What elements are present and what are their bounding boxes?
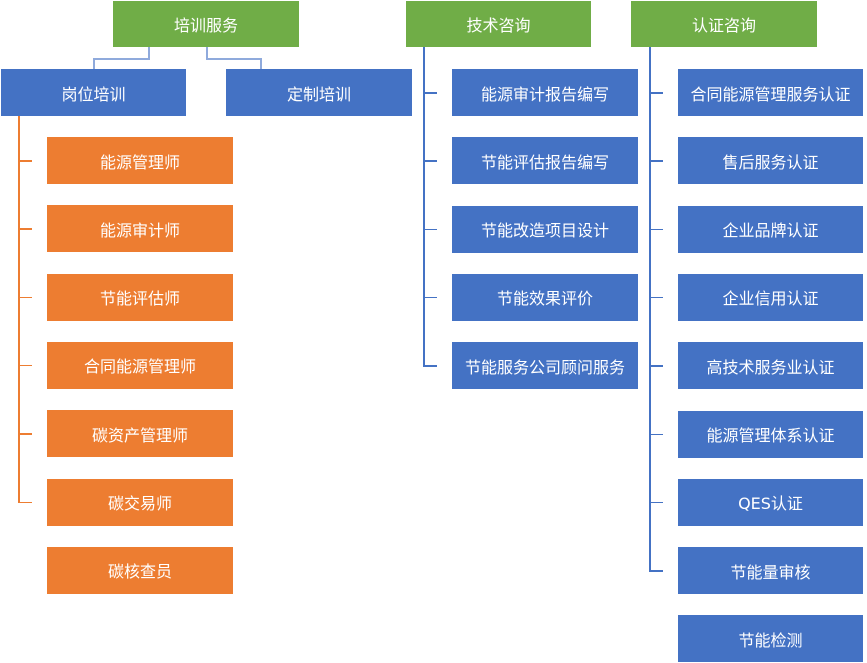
- certification-item[interactable]: 节能检测: [678, 615, 863, 663]
- training-item[interactable]: 碳核查员: [47, 546, 233, 594]
- certification-item[interactable]: 企业信用认证: [678, 273, 863, 321]
- connector: [260, 58, 262, 69]
- connector: [649, 296, 663, 299]
- connector: [423, 160, 437, 162]
- training-item[interactable]: 碳交易师: [47, 478, 233, 526]
- certification-item[interactable]: 能源管理体系认证: [678, 410, 863, 458]
- connector: [18, 433, 32, 435]
- connector: [423, 365, 437, 367]
- connector: [649, 160, 663, 162]
- certification-item[interactable]: 合同能源管理服务认证: [678, 69, 863, 116]
- connector: [93, 58, 150, 60]
- training-item[interactable]: 能源管理师: [47, 137, 233, 184]
- connector: [206, 58, 262, 60]
- node-position-training[interactable]: 岗位培训: [1, 69, 186, 116]
- connector: [18, 160, 32, 162]
- connector: [18, 228, 32, 230]
- training-item[interactable]: 碳资产管理师: [47, 410, 233, 458]
- connector: [148, 47, 150, 59]
- node-technical-consulting[interactable]: 技术咨询: [406, 1, 591, 47]
- connector: [18, 116, 20, 503]
- training-item[interactable]: 节能评估师: [47, 273, 233, 321]
- connector: [423, 92, 437, 94]
- node-training-services[interactable]: 培训服务: [113, 1, 299, 47]
- certification-item[interactable]: QES认证: [678, 478, 863, 526]
- connector: [649, 92, 663, 94]
- node-custom-training[interactable]: 定制培训: [226, 69, 412, 116]
- certification-item[interactable]: 售后服务认证: [678, 137, 863, 185]
- training-item[interactable]: 合同能源管理师: [47, 341, 233, 389]
- certification-item[interactable]: 企业品牌认证: [678, 205, 863, 253]
- tech-consulting-item[interactable]: 能源审计报告编写: [452, 69, 638, 116]
- connector: [649, 501, 663, 504]
- connector: [649, 228, 663, 231]
- connector: [423, 228, 437, 231]
- connector: [18, 364, 32, 367]
- connector: [649, 365, 663, 367]
- connector: [423, 47, 425, 367]
- certification-item[interactable]: 节能量审核: [678, 547, 863, 595]
- connector: [93, 58, 95, 69]
- node-certification-consulting[interactable]: 认证咨询: [631, 1, 817, 47]
- connector: [649, 47, 651, 572]
- connector: [649, 570, 663, 572]
- connector: [18, 296, 32, 299]
- connector: [206, 47, 208, 59]
- training-item[interactable]: 能源审计师: [47, 205, 233, 253]
- tech-consulting-item[interactable]: 节能改造项目设计: [452, 205, 638, 253]
- connector: [423, 296, 437, 299]
- tech-consulting-item[interactable]: 节能效果评价: [452, 273, 638, 321]
- tech-consulting-item[interactable]: 节能服务公司顾问服务: [452, 342, 638, 390]
- certification-item[interactable]: 高技术服务业认证: [678, 342, 863, 390]
- tech-consulting-item[interactable]: 节能评估报告编写: [452, 137, 638, 185]
- connector: [649, 433, 663, 435]
- connector: [18, 501, 32, 503]
